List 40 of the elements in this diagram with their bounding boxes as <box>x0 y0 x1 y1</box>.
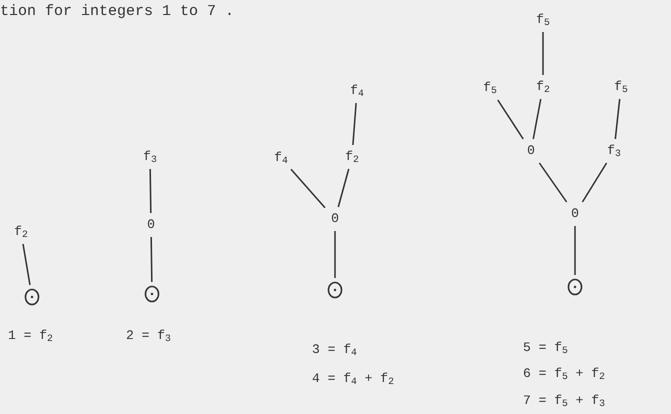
node-label: f$_{2}$ <box>536 78 550 96</box>
connector-line <box>290 168 326 208</box>
connector-line <box>582 162 608 202</box>
node-label: 0 <box>147 216 155 234</box>
equation-text: 5 = f$_{5}$ <box>523 339 568 357</box>
equation-text: 4 = f$_{4}$ + f$_{2}$ <box>312 370 394 388</box>
equation-text: 3 = f$_{4}$ <box>312 341 357 359</box>
connector-line <box>22 244 31 286</box>
node-label: 0 <box>527 142 535 160</box>
connector-line <box>614 98 620 140</box>
node-label: f$_{5}$ <box>483 79 497 97</box>
node-label: f$_{5}$ <box>614 78 628 96</box>
connector-line <box>574 226 576 275</box>
root-circle <box>327 281 343 299</box>
connector-line <box>149 168 152 214</box>
connector-line <box>542 32 544 75</box>
node-label: f$_{5}$ <box>536 11 550 29</box>
node-label: f$_{2}$ <box>14 223 28 241</box>
root-circle <box>567 278 583 296</box>
equation-text: 2 = f$_{3}$ <box>126 327 171 345</box>
node-label: f$_{2}$ <box>345 148 359 166</box>
caption-text: tion for integers 1 to 7 . <box>0 3 234 21</box>
node-label: 0 <box>571 205 579 223</box>
connector-line <box>532 98 542 140</box>
equation-text: 7 = f$_{5}$ + f$_{3}$ <box>523 392 605 410</box>
equation-text: 6 = f$_{5}$ + f$_{2}$ <box>523 365 605 383</box>
root-circle <box>24 288 40 306</box>
connector-line <box>352 102 357 146</box>
equation-text: 1 = f$_{2}$ <box>8 327 53 345</box>
connector-line <box>497 100 524 140</box>
node-label: f$_{4}$ <box>274 149 288 167</box>
connector-line <box>538 162 568 202</box>
node-label: f$_{3}$ <box>607 142 621 160</box>
node-label: 0 <box>331 210 339 228</box>
node-label: f$_{4}$ <box>350 82 364 100</box>
node-label: f$_{3}$ <box>143 148 157 166</box>
connector-line <box>338 168 350 208</box>
connector-line <box>150 236 153 282</box>
root-circle <box>144 285 160 303</box>
connector-line <box>334 231 336 278</box>
